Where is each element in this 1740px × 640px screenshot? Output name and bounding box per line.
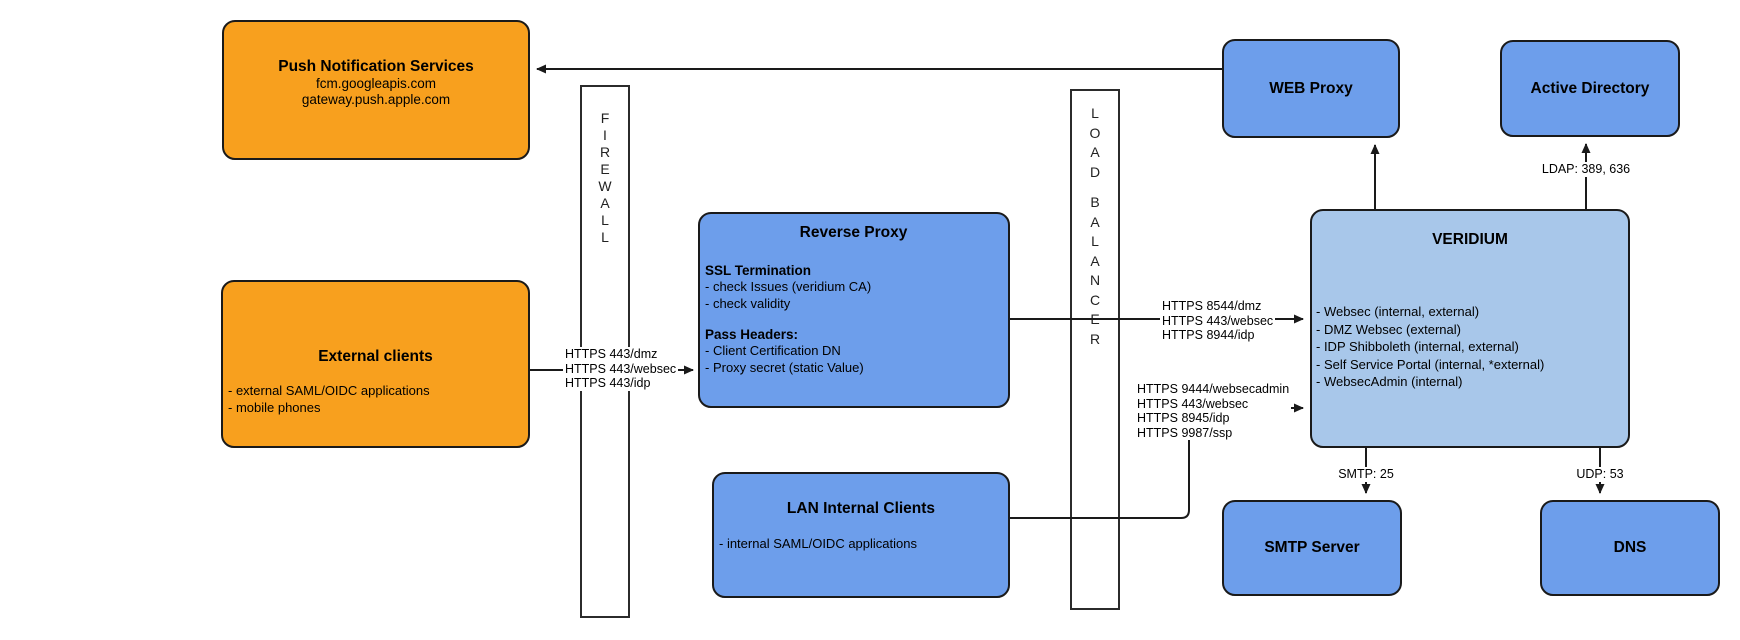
- reverse-proxy-ssl-items: - check Issues (veridium CA) - check val…: [705, 279, 872, 311]
- load-balancer-label-word1: L O A D: [1089, 105, 1101, 180]
- edge-label-udp-port: UDP: 53: [1574, 467, 1626, 482]
- edge-label-smtp-port: SMTP: 25: [1336, 467, 1396, 482]
- active-directory-title: Active Directory: [1530, 79, 1650, 97]
- push-notification-services-title: Push Notification Services: [278, 58, 474, 75]
- external-clients-bullets: - external SAML/OIDC applications - mobi…: [228, 383, 430, 415]
- load-balancer-label-word2: B A L A N C E R: [1089, 194, 1101, 347]
- node-active-directory: Active Directory: [1500, 40, 1680, 137]
- veridium-bullets: - Websec (internal, external) - DMZ Webs…: [1316, 304, 1545, 389]
- reverse-proxy-ssl-heading: SSL Termination: [705, 263, 812, 278]
- node-push-notification-services: Push Notification Services fcm.googleapi…: [222, 20, 530, 160]
- node-reverse-proxy: Reverse Proxy SSL Termination - check Is…: [698, 212, 1010, 408]
- edge-label-ldap-ports: LDAP: 389, 636: [1539, 162, 1633, 177]
- push-notification-host-fcm: fcm.googleapis.com: [315, 76, 437, 91]
- reverse-proxy-pass-heading: Pass Headers:: [705, 327, 799, 342]
- node-veridium: VERIDIUM - Websec (internal, external) -…: [1310, 209, 1630, 448]
- lan-internal-clients-bullets: - internal SAML/OIDC applications: [719, 536, 917, 551]
- smtp-server-title: SMTP Server: [1264, 539, 1360, 556]
- veridium-title: VERIDIUM: [1432, 231, 1508, 248]
- node-web-proxy: WEB Proxy: [1222, 39, 1400, 138]
- edge-label-external-to-reverse-proxy-ports: HTTPS 443/dmz HTTPS 443/websec HTTPS 443…: [563, 347, 679, 391]
- web-proxy-title: WEB Proxy: [1269, 79, 1353, 97]
- push-notification-host-apple: gateway.push.apple.com: [301, 92, 451, 107]
- node-external-clients: External clients - external SAML/OIDC ap…: [221, 280, 530, 448]
- load-balancer-barrier: L O A D B A L A N C E R: [1070, 89, 1120, 610]
- reverse-proxy-pass-items: - Client Certification DN - Proxy secret…: [705, 343, 864, 375]
- dns-title: DNS: [1613, 539, 1647, 556]
- edge-label-lan-to-veridium-ports: HTTPS 9444/websecadmin HTTPS 443/websec …: [1135, 382, 1292, 440]
- node-smtp-server: SMTP Server: [1222, 500, 1402, 596]
- external-clients-title: External clients: [318, 348, 433, 365]
- reverse-proxy-title: Reverse Proxy: [799, 224, 908, 241]
- node-dns: DNS: [1540, 500, 1720, 596]
- lan-internal-clients-title: LAN Internal Clients: [786, 500, 936, 517]
- firewall-label: F I R E W A L L: [598, 110, 612, 245]
- node-lan-internal-clients: LAN Internal Clients - internal SAML/OID…: [712, 472, 1010, 598]
- edge-label-reverse-proxy-to-veridium-ports: HTTPS 8544/dmz HTTPS 443/websec HTTPS 89…: [1160, 299, 1276, 343]
